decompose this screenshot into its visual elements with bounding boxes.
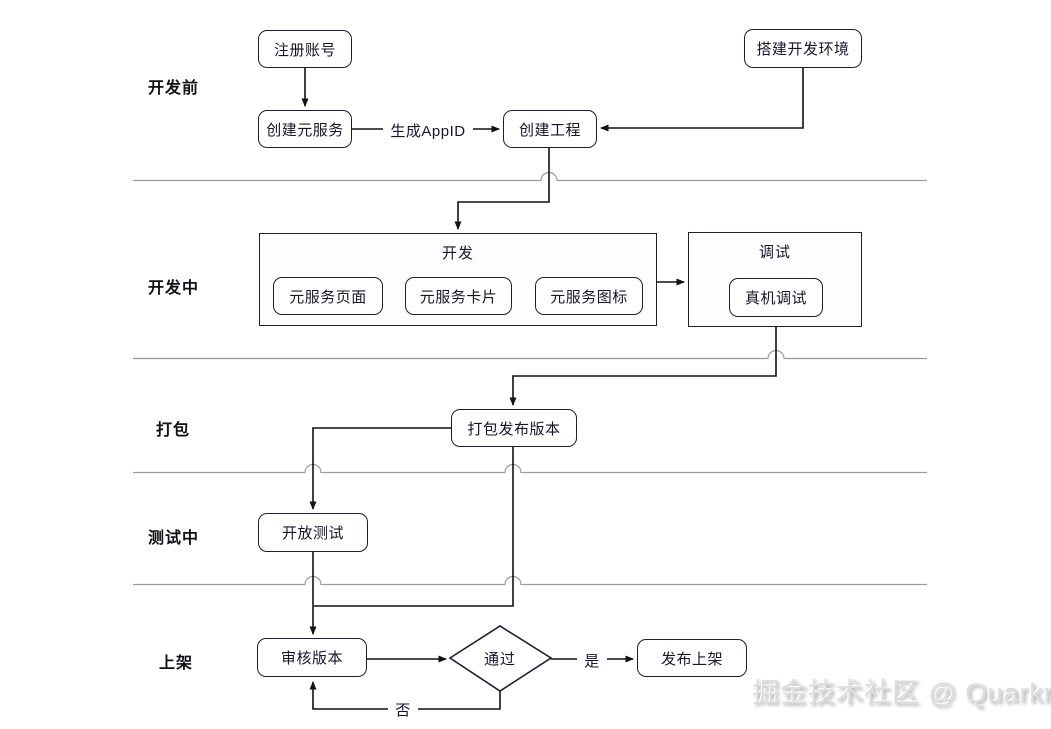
section-label-launch: 上架 xyxy=(159,655,194,672)
edge-create-project-to-dev-group xyxy=(454,148,550,230)
node-service-page: 元服务页面 xyxy=(273,277,383,315)
section-label-in-development: 开发中 xyxy=(148,280,200,297)
debug-group-title: 调试 xyxy=(758,244,791,261)
watermark-text: 掘金技术社区 @ Quarkn xyxy=(752,678,1051,708)
edge-label-generate-appid: 生成AppID xyxy=(383,120,473,141)
node-device-debug: 真机调试 xyxy=(729,278,823,317)
edge-label-no: 否 xyxy=(388,699,418,720)
edge-setup-env-to-create-project xyxy=(600,68,804,132)
node-setup-environment: 搭建开发环境 xyxy=(744,29,862,68)
node-create-service: 创建元服务 xyxy=(258,110,352,148)
node-review-version: 审核版本 xyxy=(257,638,367,677)
section-label-pre-development: 开发前 xyxy=(148,80,200,97)
divider-line-3 xyxy=(133,463,927,474)
dev-group-title: 开发 xyxy=(441,245,474,262)
section-label-packaging: 打包 xyxy=(156,422,191,439)
edge-package-to-review-branch xyxy=(314,447,514,607)
edge-debug-group-to-package xyxy=(509,327,777,406)
section-label-testing: 测试中 xyxy=(148,530,200,547)
edge-label-yes: 是 xyxy=(577,650,607,671)
divider-line-4 xyxy=(133,575,927,586)
node-open-test: 开放测试 xyxy=(258,513,368,552)
node-package-release: 打包发布版本 xyxy=(451,409,577,447)
node-service-icon-card: 元服务图标 xyxy=(535,277,643,315)
divider-line-1 xyxy=(133,171,927,182)
node-create-project: 创建工程 xyxy=(503,110,597,148)
edge-package-to-open-test xyxy=(309,427,451,510)
divider-line-2 xyxy=(133,349,927,360)
decision-diamond-shape xyxy=(448,625,553,692)
decision-pass-label: 通过 xyxy=(483,651,516,668)
node-service-card: 元服务卡片 xyxy=(405,277,512,315)
node-publish: 发布上架 xyxy=(637,639,747,677)
node-register-account: 注册账号 xyxy=(258,30,352,68)
